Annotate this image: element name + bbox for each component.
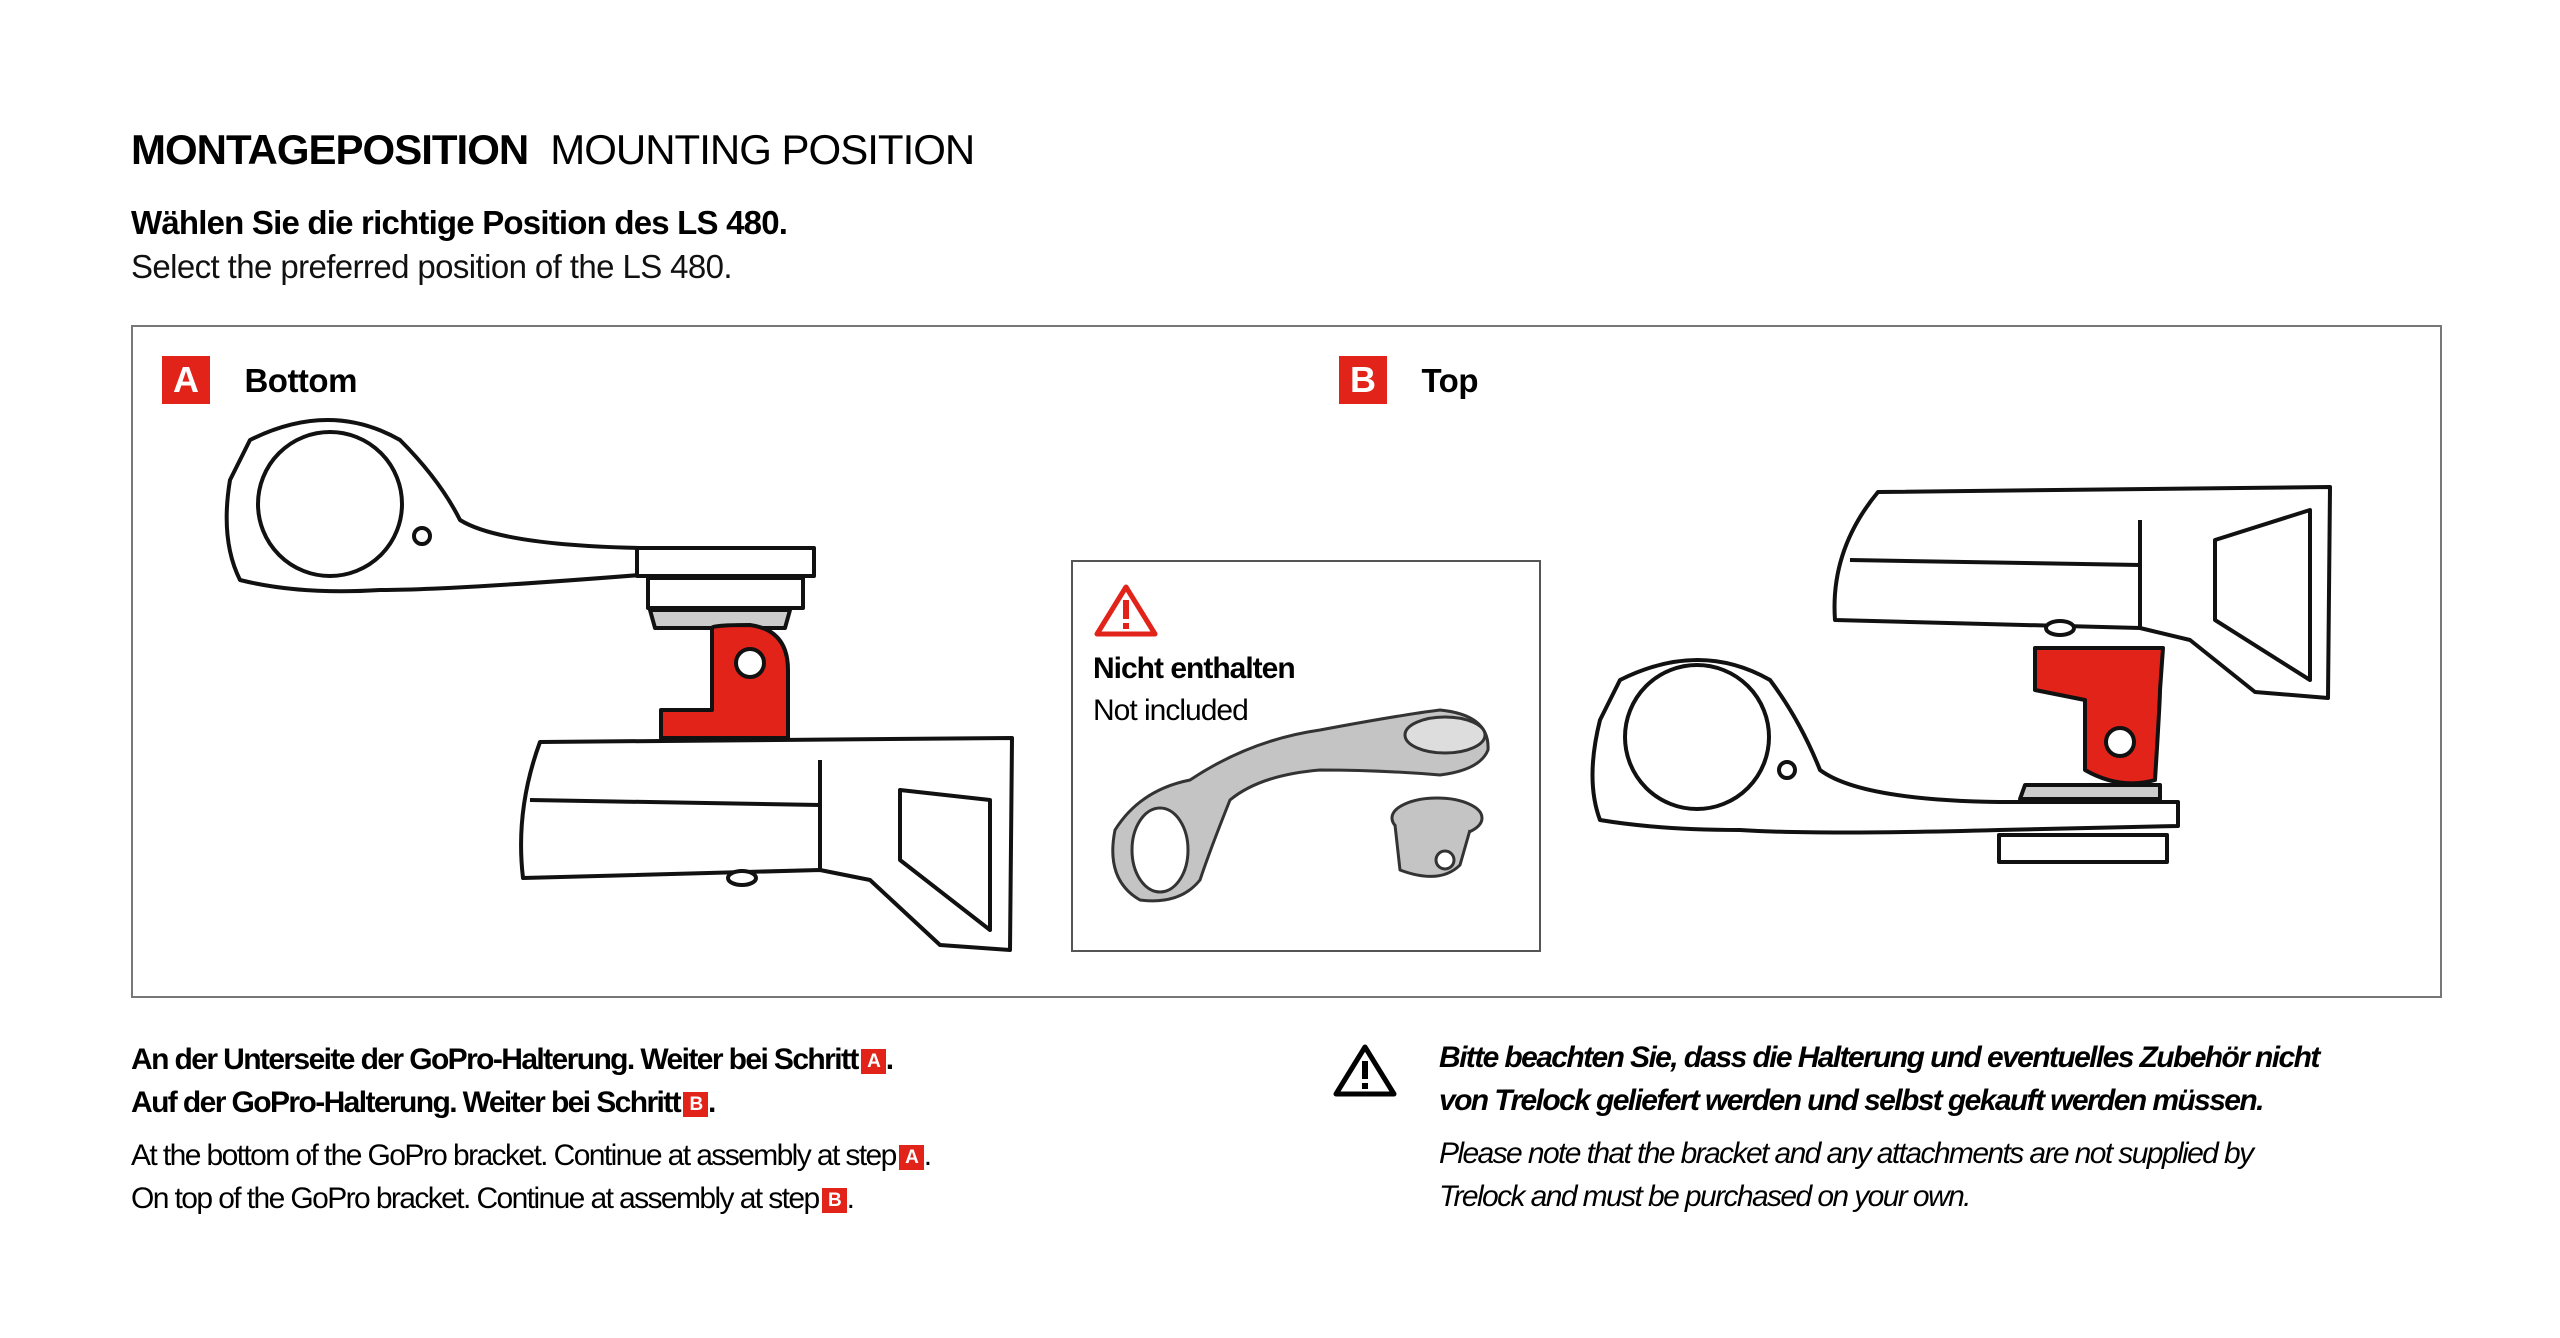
step-b-badge: B	[683, 1092, 709, 1117]
notice-de-line-2: von Trelock geliefert werden und selbst …	[1439, 1084, 2264, 1117]
instruction-en-a: At the bottom of the GoPro bracket. Cont…	[131, 1139, 932, 1172]
notice-en-line-1: Please note that the bracket and any att…	[1439, 1137, 2254, 1170]
instruction-en-b: On top of the GoPro bracket. Continue at…	[131, 1182, 855, 1215]
step-a-badge: A	[898, 1145, 924, 1170]
instruction-de-a: An der Unterseite der GoPro-Halterung. W…	[131, 1043, 894, 1076]
notice-en-line-2: Trelock and must be purchased on your ow…	[1439, 1180, 1972, 1213]
not-included-box	[1071, 560, 1541, 952]
mounting-options-panel	[131, 325, 2442, 998]
option-a-header: A Bottom	[162, 356, 357, 404]
option-b-label: Top	[1421, 362, 1478, 399]
step-a-badge: A	[860, 1049, 886, 1074]
illustration-bottom-mount	[224, 418, 1014, 952]
notice-de-line-1: Bitte beachten Sie, dass die Halterung u…	[1439, 1041, 2320, 1074]
option-b-header: B Top	[1339, 356, 1478, 404]
illustration-top-mount	[1590, 485, 2332, 864]
not-included-en: Not included	[1093, 694, 1249, 727]
subtitle-en: Select the preferred position of the LS …	[131, 248, 733, 285]
step-b-badge: B	[821, 1188, 847, 1213]
instruction-de-b: Auf der GoPro-Halterung. Weiter bei Schr…	[131, 1086, 716, 1119]
option-a-badge: A	[162, 356, 210, 404]
not-included-de: Nicht enthalten	[1093, 652, 1296, 685]
subtitle-de: Wählen Sie die richtige Position des LS …	[131, 204, 788, 241]
option-a-label: Bottom	[244, 362, 357, 399]
option-b-badge: B	[1339, 356, 1387, 404]
